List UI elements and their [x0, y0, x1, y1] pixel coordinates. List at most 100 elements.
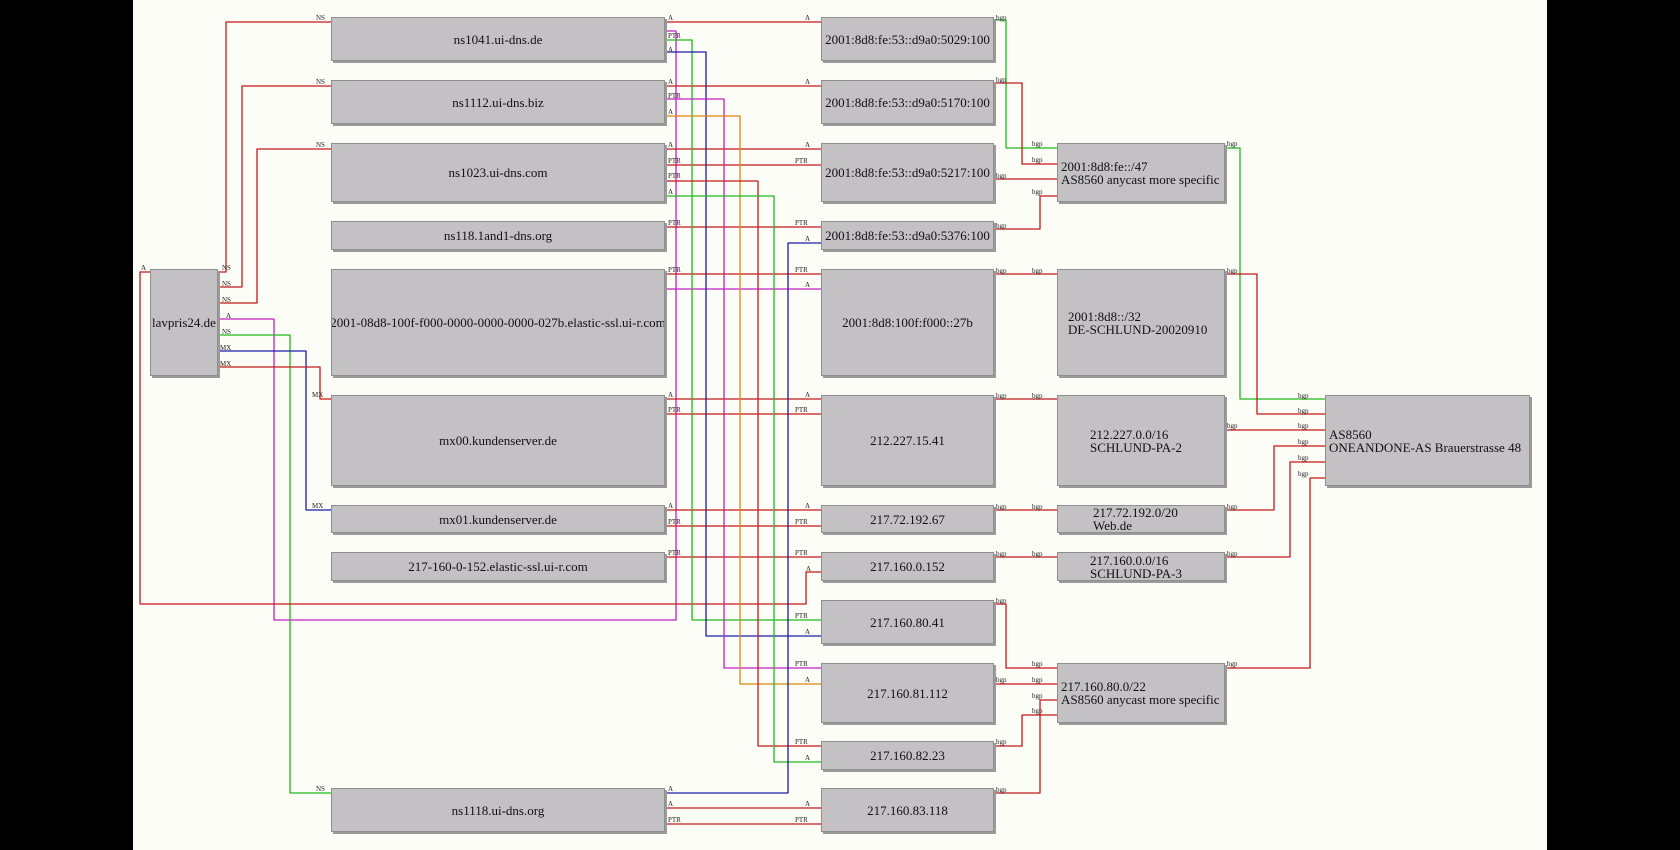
- node-ns1041[interactable]: ns1041.ui-dns.de: [331, 17, 665, 61]
- edge-label-bgp: bgp: [1032, 676, 1043, 684]
- edge-label-a: A: [668, 188, 674, 196]
- node-label: ns1041.ui-dns.de: [453, 31, 543, 47]
- edge-label-bgp: bgp: [1298, 438, 1309, 446]
- node-ip-217-160-82-23[interactable]: 217.160.82.23: [821, 741, 994, 770]
- edge-ns-ns1041: [218, 21, 331, 273]
- prefix-line: 2001:8d8:fe::/47: [1061, 158, 1148, 174]
- node-elastic-v6[interactable]: 2001-08d8-100f-f000-0000-0000-0000-027b.…: [331, 269, 665, 376]
- edge-label-a: A: [668, 108, 674, 116]
- edge-label-bgp: bgp: [996, 267, 1007, 275]
- node-label: 2001:8d8:fe:53::d9a0:5029:100: [825, 31, 990, 47]
- prefix-line: 217.160.80.0/22: [1061, 679, 1146, 694]
- edge-label-bgp: bgp: [1227, 660, 1238, 668]
- node-label: ns1023.ui-dns.com: [448, 165, 548, 180]
- node-label: ns1112.ui-dns.biz: [452, 94, 544, 110]
- edge-label-ptr: PTR: [668, 157, 681, 165]
- edge-label-mx: MX: [220, 360, 232, 368]
- node-ip-217-160-80-41[interactable]: 217.160.80.41: [821, 600, 994, 644]
- node-mx00[interactable]: mx00.kundenserver.de: [331, 395, 665, 486]
- edge-label-bgp: bgp: [1032, 140, 1043, 148]
- edge-label-a: A: [668, 46, 674, 54]
- node-label: mx01.kundenserver.de: [439, 511, 557, 527]
- prefix-owner: Web.de: [1093, 518, 1133, 533]
- node-ip-212-227-15-41[interactable]: 212.227.15.41: [821, 395, 994, 486]
- edge-label-mx: MX: [312, 391, 324, 399]
- edge-label-bgp: bgp: [996, 550, 1007, 558]
- node-ip-217-160-83-118[interactable]: 217.160.83.118: [821, 788, 994, 832]
- node-ip-5217[interactable]: 2001:8d8:fe:53::d9a0:5217:100: [821, 143, 994, 202]
- node-ns1112[interactable]: ns1112.ui-dns.biz: [331, 80, 665, 124]
- prefix-line: 2001:8d8::/32: [1068, 308, 1141, 324]
- edge-bgp-217-160-80-as: [1225, 477, 1325, 669]
- node-label: 217.160.82.23: [870, 748, 945, 763]
- node-label: 2001:8d8:fe:53::d9a0:5217:100: [825, 165, 990, 180]
- edge-label-bgp: bgp: [1032, 550, 1043, 558]
- node-ns1118[interactable]: ns1118.ui-dns.org: [331, 788, 665, 832]
- node-label: mx00.kundenserver.de: [439, 433, 557, 448]
- node-ns118[interactable]: ns118.1and1-dns.org: [331, 221, 665, 250]
- edge-label-bgp: bgp: [996, 172, 1007, 180]
- edge-mx-mx01: [218, 350, 331, 511]
- edge-a-ns1041-80-41: [665, 51, 821, 637]
- edge-label-ptr: PTR: [795, 549, 808, 557]
- node-ip-217-72-192-67[interactable]: 217.72.192.67: [821, 505, 994, 533]
- node-ip-5170[interactable]: 2001:8d8:fe:53::d9a0:5170:100: [821, 80, 994, 124]
- edge-label-bgp: bgp: [1227, 422, 1238, 430]
- edge-label-ptr: PTR: [795, 219, 808, 227]
- node-ns1023[interactable]: ns1023.ui-dns.com: [331, 143, 665, 202]
- node-ip-5029[interactable]: 2001:8d8:fe:53::d9a0:5029:100: [821, 17, 994, 61]
- prefix-owner: DE-SCHLUND-20020910: [1068, 321, 1208, 337]
- node-label: 2001:8d8:fe:53::d9a0:5170:100: [825, 94, 990, 110]
- node-ip-27b[interactable]: 2001:8d8:100f:f000::27b: [821, 269, 994, 376]
- edge-label-ns: NS: [316, 141, 325, 149]
- edge-label-bgp: bgp: [996, 786, 1007, 794]
- node-ip-5376[interactable]: 2001:8d8:fe:53::d9a0:5376:100: [821, 221, 994, 250]
- edge-label-a: A: [805, 628, 811, 636]
- edge-ns-ns1118: [218, 334, 331, 794]
- node-lavpris24[interactable]: lavpris24.de: [150, 269, 218, 376]
- edge-label-bgp: bgp: [1298, 407, 1309, 415]
- prefix-line: 212.227.0.0/16: [1090, 426, 1169, 442]
- edge-label-bgp: bgp: [1298, 422, 1309, 430]
- edge-label-ptr: PTR: [795, 738, 808, 746]
- node-label: 217.160.80.41: [870, 614, 945, 630]
- edge-label-ptr: PTR: [668, 219, 681, 227]
- edge-label-a: A: [805, 391, 811, 399]
- node-ip-217-160-0-152[interactable]: 217.160.0.152: [821, 552, 994, 581]
- edge-label-bgp: bgp: [1032, 503, 1043, 511]
- edge-label-ns: NS: [222, 296, 231, 304]
- edge-label-a: A: [805, 235, 811, 243]
- edge-label-bgp: bgp: [1227, 140, 1238, 148]
- node-label: 2001:8d8:fe:53::d9a0:5376:100: [825, 228, 990, 243]
- edge-label-bgp: bgp: [996, 392, 1007, 400]
- edge-bgp-217-160-0-as: [1225, 461, 1325, 558]
- edge-label-ptr: PTR: [668, 32, 681, 40]
- node-ip-217-160-81-112[interactable]: 217.160.81.112: [821, 663, 994, 723]
- edge-label-ptr: PTR: [795, 157, 808, 165]
- edge-label-bgp: bgp: [1298, 454, 1309, 462]
- node-label: 217.160.0.152: [870, 559, 945, 574]
- edge-label-bgp: bgp: [1227, 267, 1238, 275]
- edge-label-ptr: PTR: [668, 406, 681, 414]
- node-mx01[interactable]: mx01.kundenserver.de: [331, 505, 665, 533]
- edge-label-bgp: bgp: [996, 76, 1007, 84]
- node-elastic-v4[interactable]: 217-160-0-152.elastic-ssl.ui-r.com: [331, 552, 665, 581]
- edge-label-a: A: [668, 800, 674, 808]
- node-label: ns1118.ui-dns.org: [451, 802, 545, 818]
- node-label: 217.160.81.112: [867, 685, 948, 701]
- prefix-owner: AS8560 anycast more specific: [1061, 171, 1220, 187]
- edge-label-bgp: bgp: [996, 14, 1007, 22]
- edge-label-a: A: [805, 800, 811, 808]
- node-label: 2001:8d8:100f:f000::27b: [842, 315, 973, 330]
- edge-bgp-d8-as: [1225, 273, 1325, 415]
- edge-label-a: A: [805, 502, 811, 510]
- edge-bgp-217-72-as: [1225, 445, 1325, 511]
